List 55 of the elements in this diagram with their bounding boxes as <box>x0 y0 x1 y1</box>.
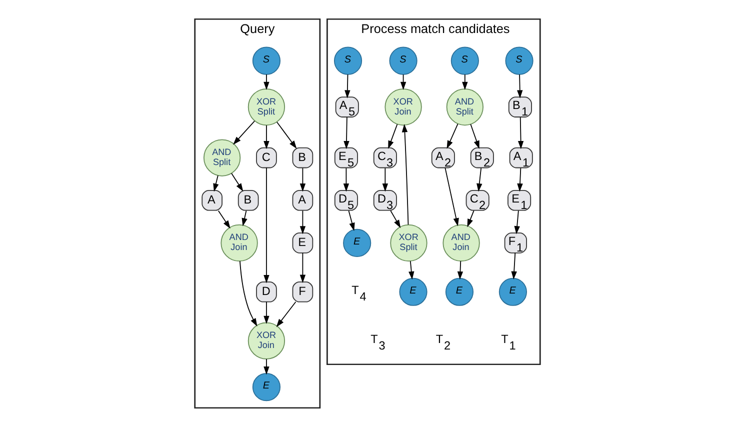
arrow <box>242 210 248 226</box>
node-circle: XOR Split <box>390 224 428 262</box>
arrow <box>382 168 388 192</box>
node-circle: E <box>399 278 428 306</box>
node-circle: E <box>445 278 474 306</box>
arrow <box>390 210 401 228</box>
arrow <box>348 210 355 232</box>
node-circle: XOR Split <box>248 88 286 126</box>
arrow <box>276 301 296 328</box>
node-circle: E <box>252 372 280 402</box>
node-circle: S <box>334 46 362 75</box>
arrow <box>264 301 270 324</box>
arrow <box>276 122 297 149</box>
arrow <box>408 260 414 280</box>
arrow <box>517 168 523 192</box>
arrow <box>264 167 270 284</box>
arrow <box>344 74 350 98</box>
node-circle: AND Join <box>220 224 258 262</box>
arrow <box>264 124 270 150</box>
node-circle: S <box>450 46 479 75</box>
arrow <box>300 210 306 234</box>
arrow <box>264 358 270 375</box>
arrow <box>467 210 474 228</box>
node-circle: S <box>505 46 534 75</box>
arrow <box>344 116 350 150</box>
arrow <box>231 172 244 192</box>
arrow <box>462 74 468 90</box>
arrow <box>476 168 482 192</box>
arrow <box>517 74 523 98</box>
node-circle: E <box>498 278 527 306</box>
node-circle: XOR Join <box>384 88 422 126</box>
arrow <box>264 74 270 90</box>
arrow <box>300 168 306 192</box>
node-circle: AND Join <box>442 224 480 262</box>
arrow <box>343 168 350 192</box>
arrow <box>388 124 398 149</box>
arrow <box>514 210 520 234</box>
arrow <box>213 175 219 192</box>
arrow <box>218 210 230 229</box>
node-circle: AND Split <box>446 88 484 126</box>
arrow <box>240 260 258 326</box>
arrow <box>518 116 524 150</box>
arrow <box>402 124 409 226</box>
arrow <box>233 120 256 145</box>
arrow <box>470 124 480 149</box>
arrow <box>300 252 306 283</box>
arrow <box>511 252 517 280</box>
node-circle: XOR Join <box>248 322 286 360</box>
node-circle: AND Split <box>203 139 241 176</box>
arrow <box>457 260 464 280</box>
arrow <box>446 124 458 149</box>
node-circle: E <box>343 228 372 257</box>
node-circle: S <box>389 46 418 75</box>
node-circle: S <box>252 46 280 75</box>
arrow <box>444 167 459 226</box>
